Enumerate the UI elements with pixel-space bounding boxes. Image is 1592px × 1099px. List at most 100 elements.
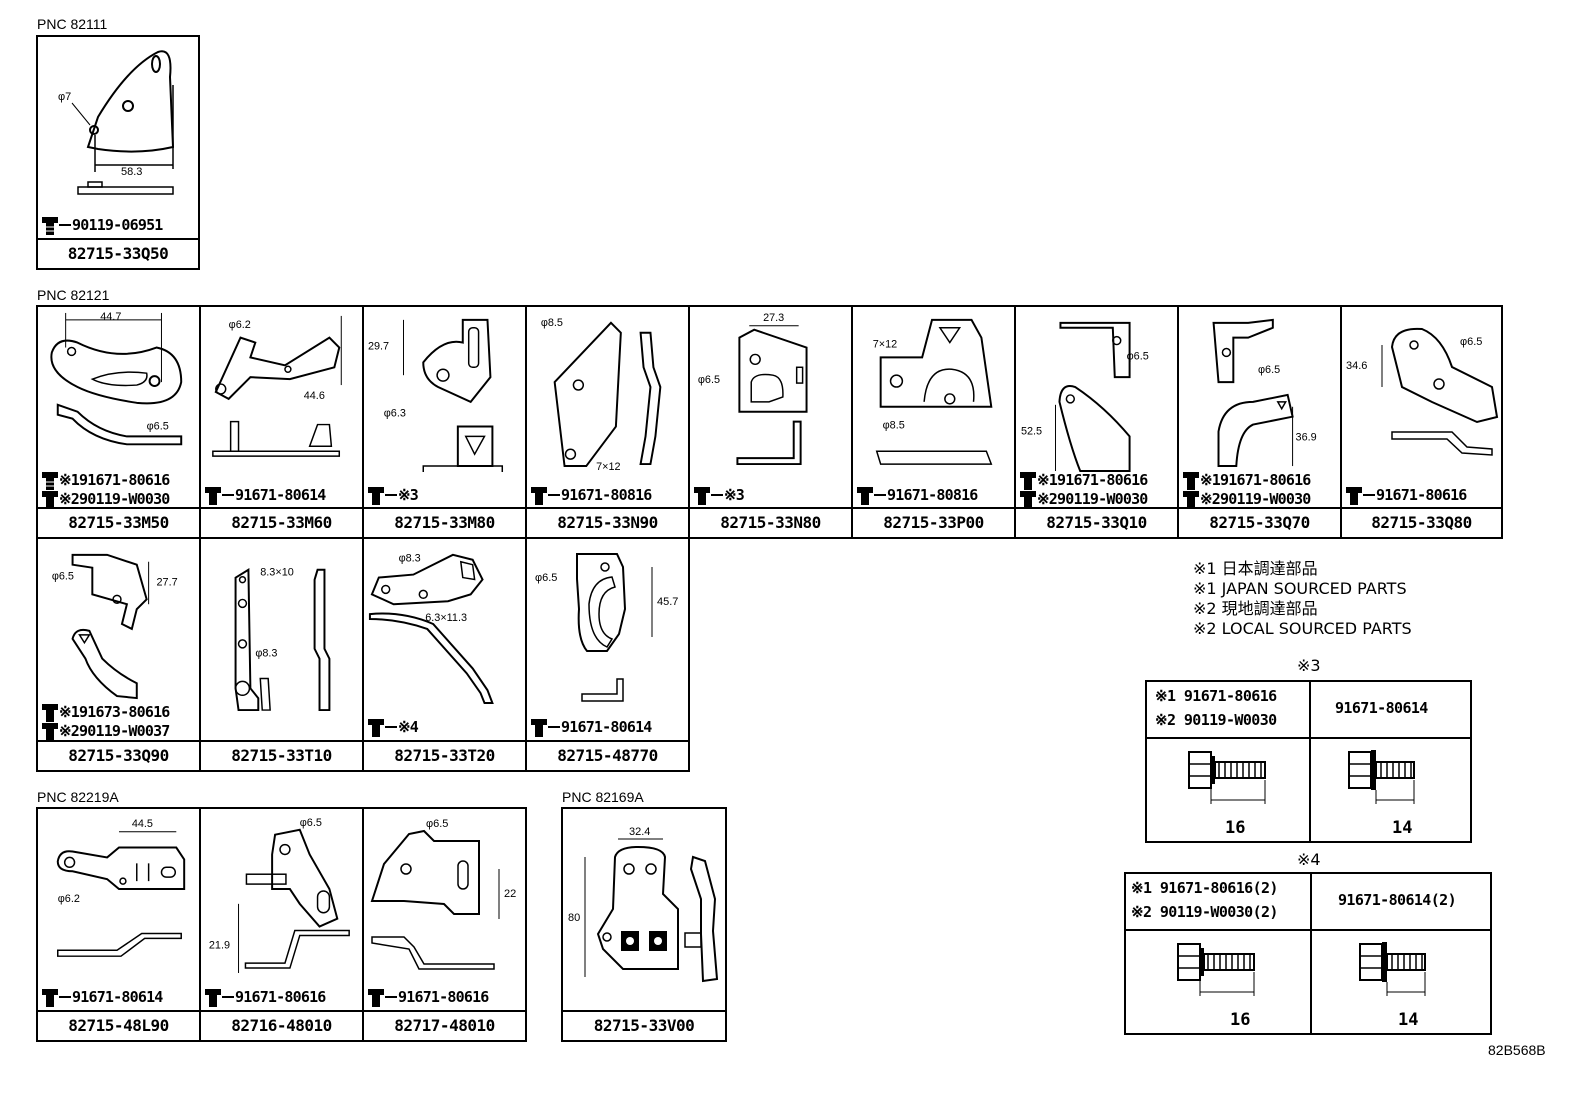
bolt-table-cell: ※2 90119-W0030 (1155, 711, 1277, 729)
bolt-callout: ※191673-80616 (41, 702, 199, 722)
bolt-part-no: ※191673-80616 (59, 703, 170, 721)
dim-label: φ6.5 (147, 421, 169, 433)
dim-label: φ6.5 (1460, 336, 1482, 348)
part-cell[interactable]: 32.4 80 82715-33V00 (563, 809, 725, 1040)
hex-bolt-icon (1183, 491, 1199, 509)
part-number[interactable]: 82715-33Q50 (38, 238, 198, 268)
bolt-part-no: ※290119-W0030 (59, 490, 170, 508)
part-number[interactable]: 82715-33V00 (563, 1010, 725, 1040)
bolt-table-cell: ※2 90119-W0030(2) (1131, 903, 1278, 921)
hex-bolt-icon (42, 989, 58, 1007)
dim-label: 44.6 (304, 390, 325, 402)
part-drawing: φ6.5 22 (364, 809, 525, 974)
bolt-callout: ※3 (367, 485, 525, 505)
part-number[interactable]: 82715-33T20 (364, 740, 525, 770)
bolt-part-no: 91671-80614 (235, 486, 326, 504)
hex-bolt-icon (42, 217, 58, 235)
part-number[interactable]: 82715-33Q70 (1179, 507, 1340, 537)
part-drawing: φ6.5 45.7 (527, 539, 688, 704)
part-drawing: 44.7 φ6.5 (38, 307, 199, 472)
part-number[interactable]: 82715-33M80 (364, 507, 525, 537)
bolt-table-cell: ※1 91671-80616 (1155, 687, 1277, 705)
hex-bolt-icon (531, 487, 547, 505)
hex-bolt-icon (1020, 491, 1036, 509)
part-cell[interactable]: φ6.5 52.5 ※191671-80616 ※290119-W0030 82… (1016, 307, 1179, 537)
part-number[interactable]: 82715-33M50 (38, 507, 199, 537)
part-cell[interactable]: φ8.3 6.3×11.3 ※4 82715-33T20 (364, 539, 527, 770)
part-cell[interactable]: φ8.5 7×12 91671-80816 82715-33N90 (527, 307, 690, 537)
part-number[interactable]: 82715-33Q80 (1342, 507, 1501, 537)
part-number[interactable]: 82715-48L90 (38, 1010, 199, 1040)
part-number[interactable]: 82715-33Q90 (38, 740, 199, 770)
dim-label: φ6.2 (58, 893, 80, 905)
part-number[interactable]: 82715-33P00 (853, 507, 1014, 537)
part-cell[interactable]: φ6.5 45.7 91671-80614 82715-48770 (527, 539, 688, 770)
bolt-callout: ※4 (367, 717, 525, 737)
part-number[interactable]: 82715-33Q10 (1016, 507, 1177, 537)
hex-bolt-icon (42, 472, 58, 490)
bolt-callout: ※290119-W0037 (41, 721, 199, 741)
dim-label: φ8.3 (255, 648, 277, 660)
bolt-length: 16 (1230, 1010, 1251, 1030)
part-cell[interactable]: φ6.5 22 91671-80616 82717-48010 (364, 809, 525, 1040)
part-number[interactable]: 82715-33N80 (690, 507, 851, 537)
part-cell[interactable]: 44.5 φ6.2 91671-80614 82715-48L90 (38, 809, 201, 1040)
figure-code: 82B568B (1488, 1042, 1546, 1058)
part-cell[interactable]: φ6.5 36.9 ※191671-80616 ※290119-W0030 82… (1179, 307, 1342, 537)
part-drawing: φ6.5 21.9 (201, 809, 362, 974)
bolt-length: 16 (1225, 818, 1246, 838)
dim-label: 52.5 (1021, 425, 1042, 437)
bolt-callout: 91671-80614 (204, 485, 362, 505)
part-cell[interactable]: 7×12 φ8.5 91671-80816 82715-33P00 (853, 307, 1016, 537)
part-cell[interactable]: φ6.5 27.7 ※191673-80616 ※290119-W0037 82… (38, 539, 201, 770)
part-number[interactable]: 82715-33M60 (201, 507, 362, 537)
part-number[interactable]: 82715-33T10 (201, 740, 362, 770)
hex-bolt-icon (531, 719, 547, 737)
bolt-callout: 91671-80614 (530, 717, 688, 737)
pnc-label-82219a: PNC 82219A (37, 789, 119, 805)
part-drawing: 32.4 80 (563, 809, 725, 1009)
dim-label: 32.4 (629, 826, 650, 838)
part-drawing: 27.3 φ6.5 (690, 307, 851, 472)
bolt-part-no: 90119-06951 (72, 216, 163, 234)
pnc-group-82121-row1: 44.7 φ6.5 ※191671-80616 ※290119-W0030 82… (36, 305, 1503, 539)
hex-bolt-icon (42, 491, 58, 509)
part-number[interactable]: 82716-48010 (201, 1010, 362, 1040)
bolt-part-no: ※290119-W0030 (1037, 490, 1148, 508)
hex-bolt-icon (205, 989, 221, 1007)
part-drawing: φ6.2 44.6 (201, 307, 362, 472)
bolt-callout: 91671-80816 (530, 485, 688, 505)
part-cell[interactable]: 44.7 φ6.5 ※191671-80616 ※290119-W0030 82… (38, 307, 201, 537)
bolt-part-no: 91671-80816 (561, 486, 652, 504)
part-number[interactable]: 82715-33N90 (527, 507, 688, 537)
bolt-part-no: ※290119-W0030 (1200, 490, 1311, 508)
bolt-table-cell: ※1 91671-80616(2) (1131, 879, 1278, 897)
bolt-callout: ※290119-W0030 (1019, 489, 1177, 509)
part-cell[interactable]: φ6.5 21.9 91671-80616 82716-48010 (201, 809, 364, 1040)
bolt-part-no: 91671-80616 (398, 988, 489, 1006)
hex-bolt-icon (694, 487, 710, 505)
part-drawing: φ6.5 34.6 (1342, 307, 1501, 472)
dim-label: φ8.3 (399, 553, 421, 565)
bolt-callout: 91671-80614 (41, 987, 199, 1007)
part-cell[interactable]: φ6.5 34.6 91671-80616 82715-33Q80 (1342, 307, 1501, 537)
part-cell[interactable]: 58.3 φ7 90119-06951 82715-33Q50 (38, 37, 198, 268)
part-number[interactable]: 82715-48770 (527, 740, 688, 770)
dim-label: φ6.5 (698, 374, 720, 386)
part-drawing: 44.5 φ6.2 (38, 809, 199, 974)
hex-bolt-icon (368, 487, 384, 505)
dim-label: 27.7 (157, 576, 178, 588)
bolt-part-no: ※3 (724, 486, 745, 504)
bolt-callout: 91671-80616 (204, 987, 362, 1007)
part-number[interactable]: 82717-48010 (364, 1010, 525, 1040)
dim-label: φ8.5 (541, 317, 563, 329)
bolt-part-no: 91671-80816 (887, 486, 978, 504)
hex-bolt-icon (42, 723, 58, 741)
part-cell[interactable]: 8.3×10 φ8.3 82715-33T10 (201, 539, 364, 770)
bolt-callout: 91671-80616 (367, 987, 525, 1007)
part-cell[interactable]: 29.7 φ6.3 ※3 82715-33M80 (364, 307, 527, 537)
part-cell[interactable]: φ6.2 44.6 91671-80614 82715-33M60 (201, 307, 364, 537)
pnc-group-82169a: 32.4 80 82715-33V00 (561, 807, 727, 1042)
part-cell[interactable]: 27.3 φ6.5 ※3 82715-33N80 (690, 307, 853, 537)
note-local-jp: ※2 現地調達部品 (1193, 599, 1318, 618)
